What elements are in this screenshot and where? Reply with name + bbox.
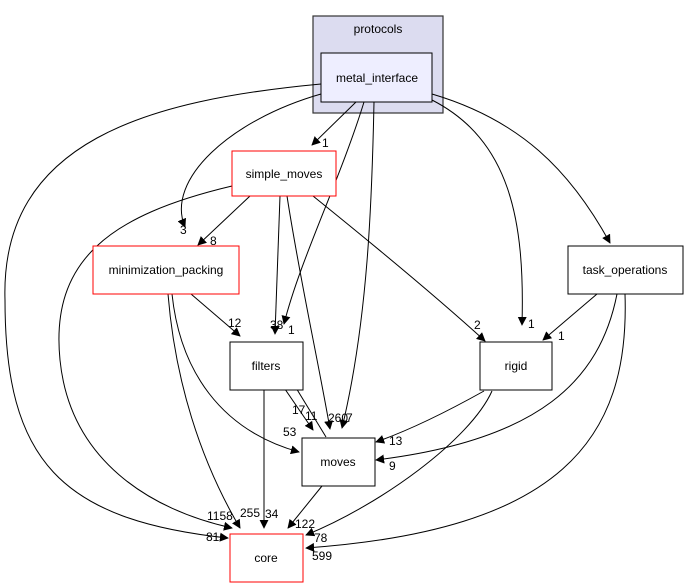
edge-label: 255	[240, 506, 260, 520]
edge-label: 1	[558, 329, 565, 343]
edge-metal_interface-core[interactable]	[4, 83, 322, 542]
node-rigid[interactable]: rigid	[479, 341, 553, 391]
node-label: filters	[252, 359, 281, 373]
edge-metal_interface-minimization_packing[interactable]	[177, 93, 322, 228]
edge-label: 12	[228, 316, 242, 330]
edge-label: 9	[389, 459, 396, 473]
node-label: moves	[320, 455, 355, 469]
edge-label: 3	[180, 223, 187, 237]
edge-label: 78	[314, 531, 328, 545]
edge-label: 34	[265, 507, 279, 521]
edge-minimization_packing-core[interactable]	[167, 293, 241, 529]
edge-metal_interface-filters[interactable]	[281, 101, 365, 325]
edge-simple_moves-minimization_packing[interactable]	[197, 195, 251, 246]
edge-simple_moves-moves[interactable]	[286, 195, 334, 430]
node-core[interactable]: core	[229, 533, 304, 583]
node-task_operations[interactable]: task_operations	[567, 245, 684, 295]
edge-label: 2	[474, 318, 481, 332]
node-label: metal_interface	[336, 71, 418, 85]
edge-label: 1	[322, 136, 329, 150]
edge-label: 599	[312, 549, 332, 563]
edge-label: 8	[210, 234, 217, 248]
edge-label: 38	[270, 318, 284, 332]
edge-metal_interface-task_operations[interactable]	[431, 93, 611, 244]
edge-label: 13	[389, 434, 403, 448]
node-label: simple_moves	[246, 167, 323, 181]
edge-label: 1	[528, 317, 535, 331]
edge-metal_interface-moves[interactable]	[339, 101, 375, 429]
node-simple_moves[interactable]: simple_moves	[231, 150, 337, 197]
edge-task_operations-moves[interactable]	[375, 293, 618, 464]
edge-task_operations-rigid[interactable]	[542, 293, 598, 341]
node-label: rigid	[505, 359, 528, 373]
edge-minimization_packing-filters[interactable]	[190, 293, 241, 337]
node-minimization_packing[interactable]: minimization_packing	[92, 245, 240, 295]
edge-simple_moves-rigid[interactable]	[312, 195, 486, 342]
edge-metal_interface-rigid[interactable]	[431, 99, 527, 326]
edge-label: 81	[206, 530, 220, 544]
edge-label: 122	[295, 517, 315, 531]
edge-rigid-core[interactable]	[305, 390, 493, 537]
cluster-label: protocols	[354, 22, 403, 36]
node-label: task_operations	[583, 263, 668, 277]
node-label: core	[254, 551, 278, 565]
edge-simple_moves-filters[interactable]	[270, 195, 281, 335]
node-label: minimization_packing	[109, 263, 224, 277]
edge-label: 7	[346, 411, 353, 425]
edge-moves-core[interactable]	[287, 485, 323, 529]
edge-minimization_packing-moves[interactable]	[171, 293, 300, 455]
edge-label: 1158	[207, 509, 233, 523]
node-filters[interactable]: filters	[229, 341, 304, 391]
edge-rigid-moves[interactable]	[375, 390, 485, 444]
node-metal_interface[interactable]: metal_interface	[320, 52, 433, 103]
edge-label: 53	[283, 425, 297, 439]
edge-label: 1	[288, 323, 295, 337]
edge-label: 11	[305, 409, 318, 423]
edge-simple_moves-core[interactable]	[58, 185, 233, 531]
edge-metal_interface-simple_moves[interactable]	[311, 101, 357, 146]
node-moves[interactable]: moves	[301, 437, 376, 487]
edge-label: 260	[328, 411, 348, 425]
edge-label: 17	[292, 403, 306, 417]
edge-task_operations-core[interactable]	[305, 293, 626, 552]
